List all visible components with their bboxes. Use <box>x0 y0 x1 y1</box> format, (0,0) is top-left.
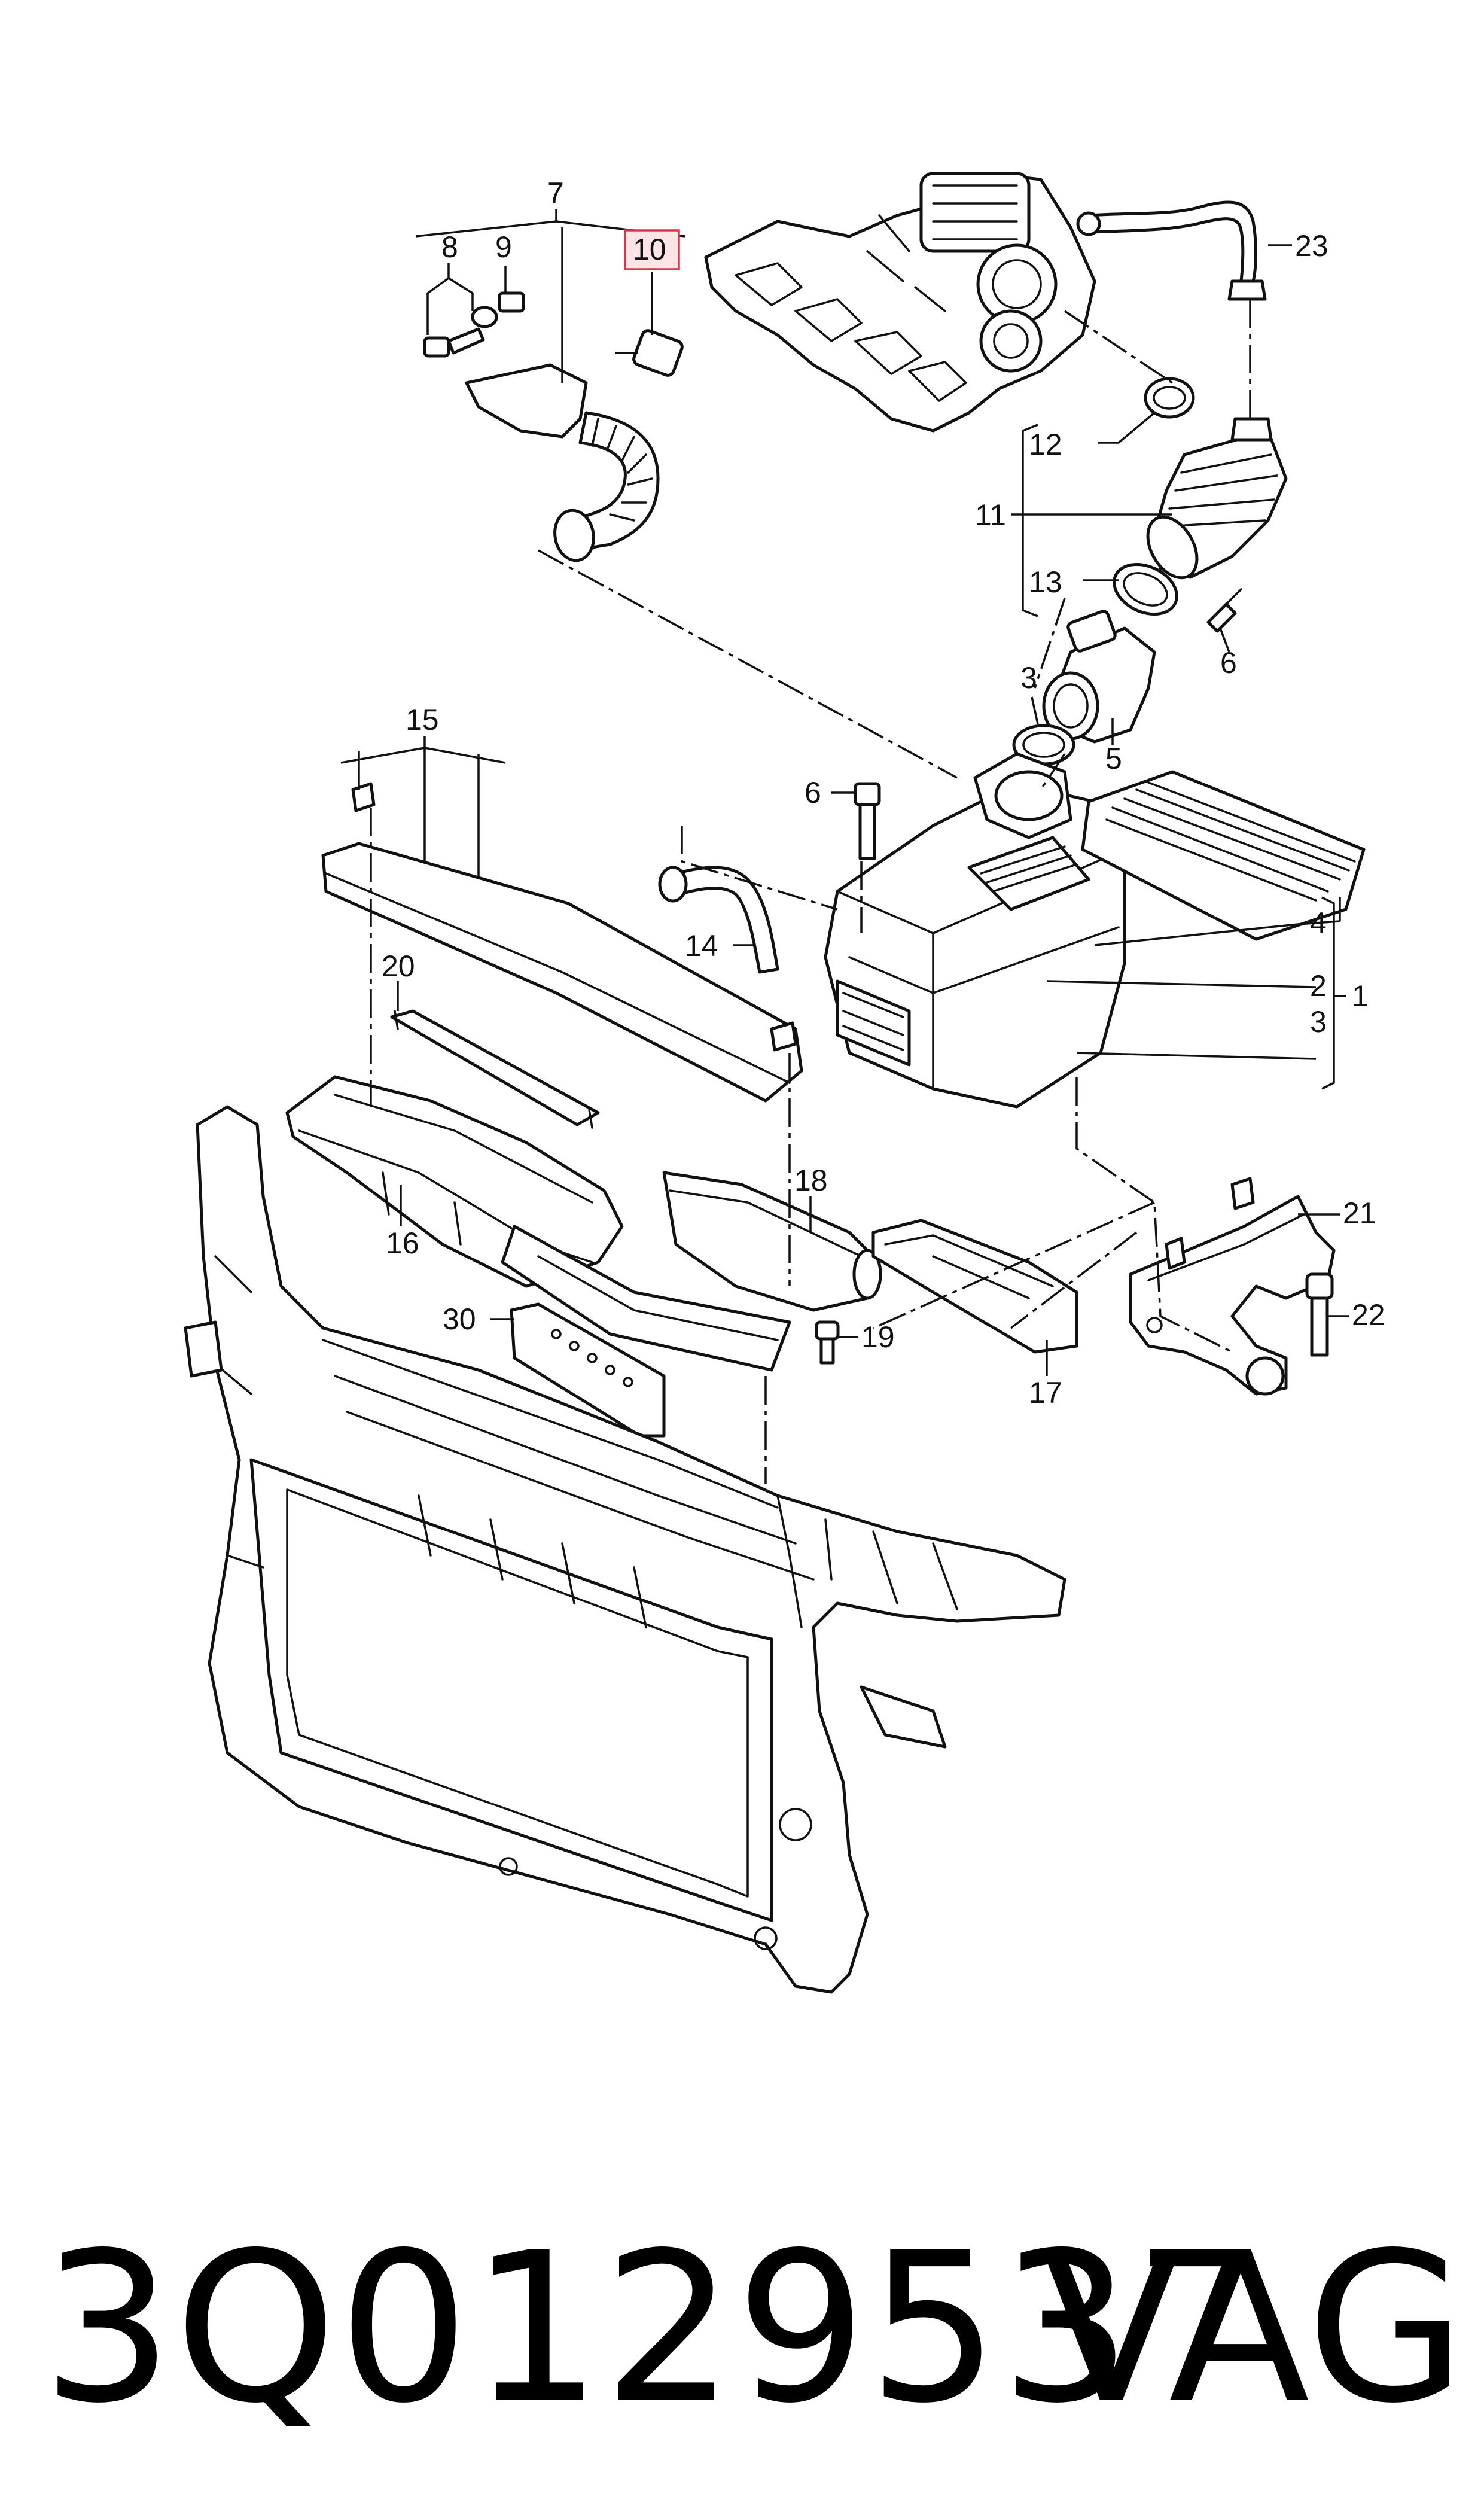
air-duct-16 <box>285 1075 791 1372</box>
screw-22 <box>1305 1272 1334 1357</box>
intake-pipe <box>465 329 684 562</box>
seal-ring <box>1144 377 1195 419</box>
assembly-lines <box>370 299 1251 1484</box>
callout-14: 14 <box>685 929 718 963</box>
air-duct-18 <box>662 1171 882 1312</box>
callout-6-upper: 6 <box>1220 646 1237 680</box>
lock-carrier <box>184 1105 1066 1994</box>
screw-upper <box>1206 588 1242 633</box>
hose-clamp <box>1113 562 1178 616</box>
air-filter-housing <box>824 752 1126 1109</box>
callout-30: 30 <box>443 1302 476 1336</box>
seal-strip <box>390 1009 600 1129</box>
callout-17: 17 <box>1029 1376 1062 1409</box>
air-guide-upper <box>321 782 803 1103</box>
filter-element <box>1081 770 1366 941</box>
air-duct-17 <box>871 1219 1078 1354</box>
screw-19 <box>815 1320 840 1365</box>
callout-13: 13 <box>1029 565 1062 599</box>
callout-7: 7 <box>547 176 564 210</box>
callout-5: 5 <box>1105 742 1122 775</box>
callout-8: 8 <box>441 230 458 264</box>
callout-19: 19 <box>861 1320 895 1354</box>
callout-3-lower: 3 <box>1310 1005 1327 1039</box>
callout-11: 11 <box>975 498 1006 532</box>
callout-18: 18 <box>794 1164 828 1197</box>
air-mass-meter <box>1042 610 1156 744</box>
callout-6-middle: 6 <box>805 776 821 809</box>
callout-4: 4 <box>1310 906 1327 940</box>
callout-3-upper: 3 <box>1020 661 1037 695</box>
drain-hose <box>658 866 779 974</box>
callout-20: 20 <box>382 949 415 983</box>
screw-middle <box>854 782 881 860</box>
callout-2: 2 <box>1310 969 1327 1003</box>
callout-22: 22 <box>1352 1298 1385 1332</box>
callout-23: 23 <box>1295 229 1328 263</box>
air-guide-plate <box>510 1302 666 1438</box>
callout-10: 10 <box>633 233 666 266</box>
brand-name: VAG <box>1040 2209 1466 2449</box>
callout-21: 21 <box>1343 1196 1376 1230</box>
callout-9: 9 <box>495 230 512 264</box>
leader-lines <box>340 209 1349 1376</box>
bolt-and-nut <box>423 291 525 358</box>
callout-15: 15 <box>406 703 439 736</box>
bracket-21 <box>1129 1177 1336 1396</box>
exploded-parts-diagram: 7 8 9 10 23 12 11 13 6 3 5 6 15 4 2 1 3 … <box>184 172 1385 1994</box>
intake-boot <box>1146 417 1288 580</box>
turbocharger-assembly <box>704 172 1096 433</box>
callout-1: 1 <box>1352 979 1369 1013</box>
breather-hose <box>1076 200 1267 301</box>
callout-labels: 7 8 9 10 23 12 11 13 6 3 5 6 15 4 2 1 3 … <box>382 176 1385 1409</box>
part-number: 3Q0129537 <box>42 2209 1266 2449</box>
callout-12: 12 <box>1029 428 1062 461</box>
highlight-box <box>624 229 680 270</box>
callout-16: 16 <box>386 1226 419 1260</box>
